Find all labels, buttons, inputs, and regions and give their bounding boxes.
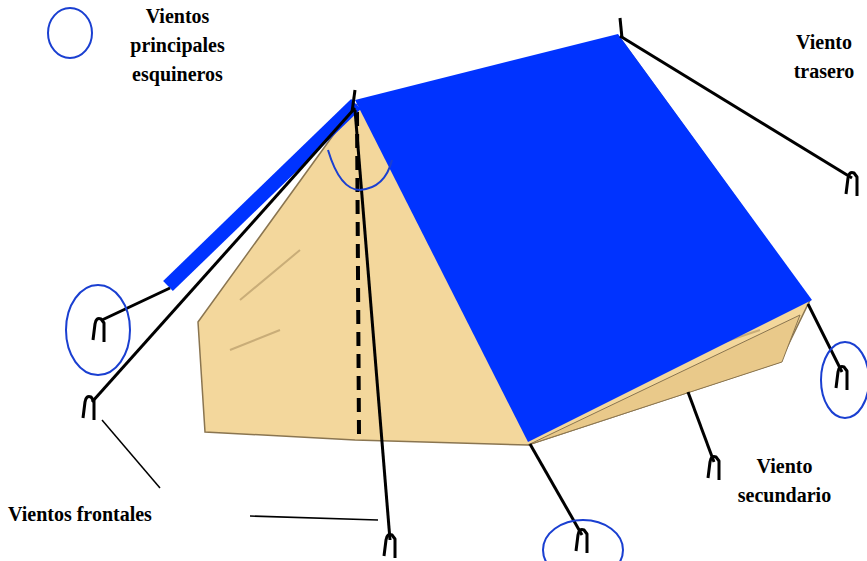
label-text: Vientos principales esquineros (110, 2, 245, 89)
highlight-circles (48, 8, 867, 561)
label-text: Viento secundario (722, 452, 847, 510)
label-text: Vientos frontales (8, 500, 152, 529)
rain-fly (355, 34, 812, 442)
stakes (83, 173, 857, 558)
guy-lines (92, 18, 852, 540)
rain-fly-edge (168, 104, 356, 286)
label-text: Viento trasero (785, 28, 863, 86)
